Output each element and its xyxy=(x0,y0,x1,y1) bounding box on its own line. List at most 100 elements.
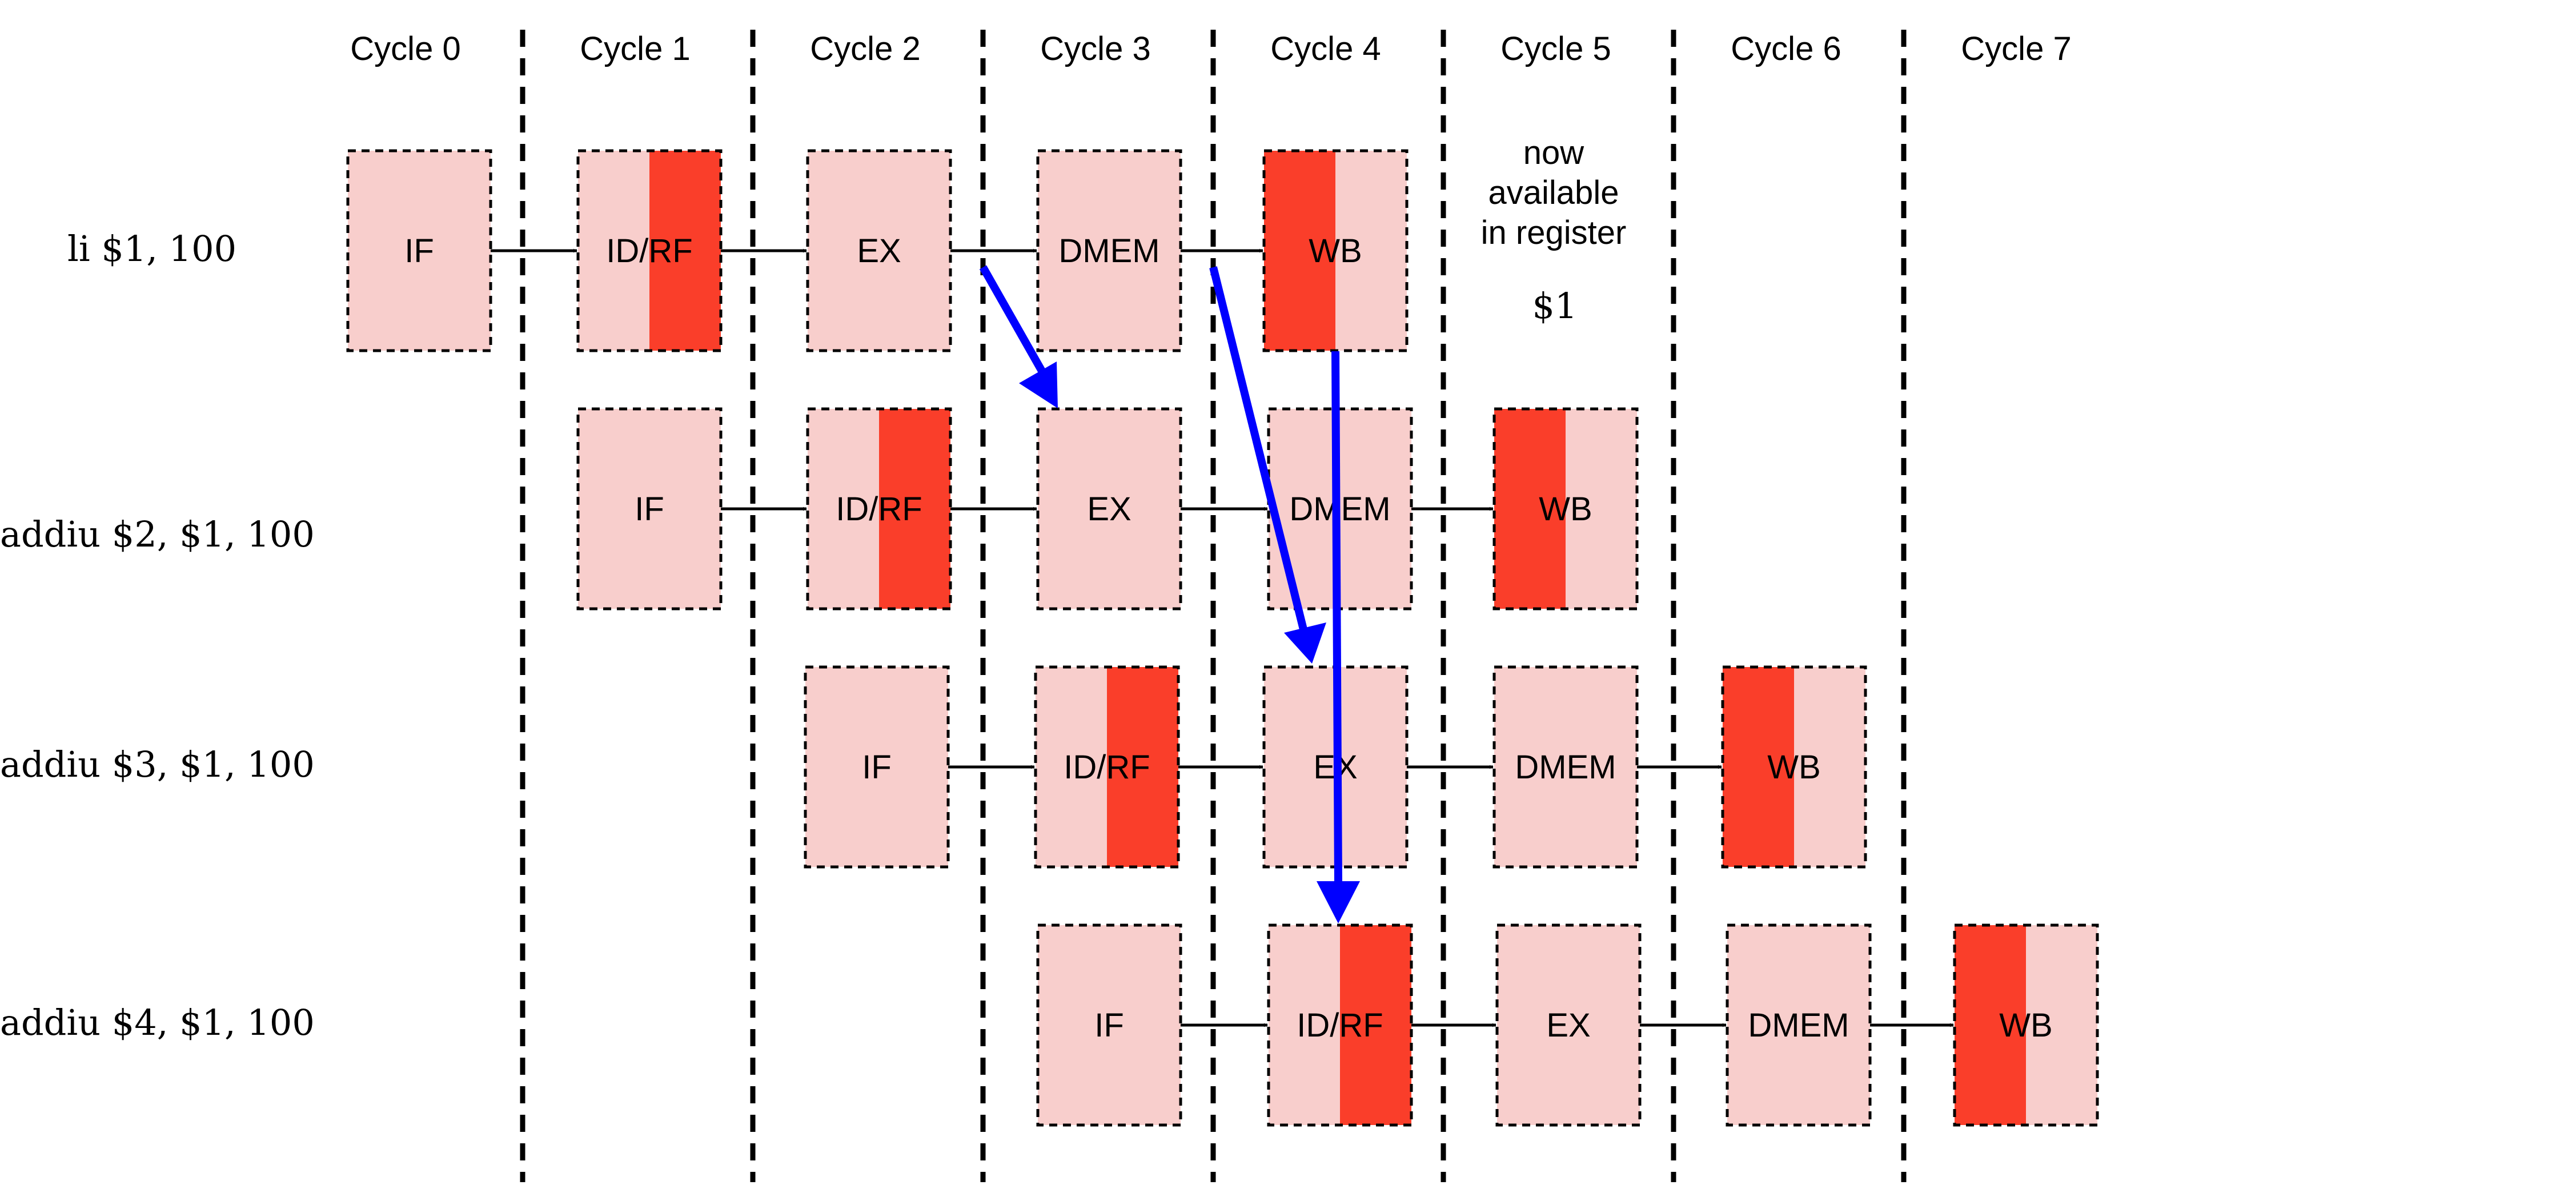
stage-if: IF xyxy=(804,665,950,869)
stage-border xyxy=(346,149,492,352)
register-access-highlight xyxy=(1494,409,1566,609)
stage-label: IF xyxy=(635,491,664,528)
stage-label: ID/RF xyxy=(1064,749,1150,786)
stage-fill xyxy=(1494,667,1637,867)
stage-label: ID/RF xyxy=(606,232,692,270)
stage-border xyxy=(576,149,723,352)
stage-id-rf: ID/RF xyxy=(576,149,723,352)
instruction-label: addiu $3, $1, 100 xyxy=(0,744,315,785)
cycle-header: Cycle 2 xyxy=(810,30,920,67)
stage-ex: EX xyxy=(1036,407,1182,610)
stage-fill xyxy=(1497,925,1640,1125)
stage-border xyxy=(1267,923,1413,1127)
cycle-dividers xyxy=(520,30,1907,1182)
register-access-highlight xyxy=(1264,151,1335,351)
stage-dmem: DMEM xyxy=(1036,149,1182,352)
stage-label: DMEM xyxy=(1748,1007,1849,1044)
stage-border xyxy=(576,407,723,610)
stage-id-rf: ID/RF xyxy=(1267,923,1413,1127)
instruction-row: IF ID/RF EX DMEM WB xyxy=(346,149,1409,352)
stage-label: ID/RF xyxy=(1297,1007,1383,1044)
cycle-header: Cycle 3 xyxy=(1040,30,1150,67)
stage-label: EX xyxy=(857,232,901,270)
stage-border xyxy=(804,665,950,869)
stage-border xyxy=(806,149,952,352)
stage-fill xyxy=(1727,925,1870,1125)
stage-border xyxy=(1034,665,1180,869)
register-note: now available in register $1 xyxy=(1481,134,1627,327)
instruction-label: li $1, 100 xyxy=(67,228,236,270)
instruction-labels: li $1, 100 addiu $2, $1, 100 addiu $3, $… xyxy=(0,228,315,1043)
cycle-header: Cycle 0 xyxy=(350,30,460,67)
stage-fill xyxy=(805,667,948,867)
stage-id-rf: ID/RF xyxy=(1034,665,1180,869)
stage-label: IF xyxy=(404,232,434,270)
note-line: available xyxy=(1488,174,1619,211)
stage-label: WB xyxy=(1539,491,1592,528)
stage-id-rf: ID/RF xyxy=(806,407,952,610)
stage-wb: WB xyxy=(1721,665,1867,869)
stage-border xyxy=(1953,923,2099,1127)
stage-label: ID/RF xyxy=(836,491,922,528)
stage-fill xyxy=(348,151,491,351)
stage-wb: WB xyxy=(1953,923,2099,1127)
stage-label: IF xyxy=(1094,1007,1124,1044)
register-access-highlight xyxy=(1723,667,1794,867)
instruction-label: addiu $2, $1, 100 xyxy=(0,513,315,555)
stage-border xyxy=(1036,149,1182,352)
cycle-headers: Cycle 0 Cycle 1 Cycle 2 Cycle 3 Cycle 4 … xyxy=(350,30,2071,67)
register-access-highlight xyxy=(1955,925,2026,1125)
stage-fill xyxy=(1038,151,1181,351)
note-register: $1 xyxy=(1532,285,1578,327)
stage-fill xyxy=(1038,925,1181,1125)
forwarding-arrows xyxy=(979,265,1360,923)
instruction-row: IF ID/RF EX DMEM WB xyxy=(1036,923,2099,1127)
stage-border xyxy=(1492,407,1639,610)
stage-label: WB xyxy=(1999,1007,2052,1044)
cycle-header: Cycle 4 xyxy=(1270,30,1381,67)
stage-label: EX xyxy=(1087,491,1131,528)
register-access-highlight xyxy=(1340,925,1411,1125)
stage-if: IF xyxy=(1036,923,1182,1127)
stage-label: DMEM xyxy=(1515,749,1616,786)
register-access-highlight xyxy=(649,151,721,351)
stage-label: DMEM xyxy=(1058,232,1159,270)
stage-ex: EX xyxy=(1495,923,1642,1127)
stage-border xyxy=(1262,149,1409,352)
cycle-header: Cycle 6 xyxy=(1731,30,1841,67)
stage-label: WB xyxy=(1309,232,1362,270)
forward-arrow-wb-to-id xyxy=(1317,351,1360,923)
stage-border xyxy=(806,407,952,610)
stage-fill xyxy=(578,409,721,609)
stage-wb: WB xyxy=(1492,407,1639,610)
cycle-header: Cycle 7 xyxy=(1961,30,2071,67)
stage-if: IF xyxy=(346,149,492,352)
stage-label: IF xyxy=(862,749,892,786)
stage-ex: EX xyxy=(806,149,952,352)
stage-label: EX xyxy=(1546,1007,1590,1044)
note-line: now xyxy=(1523,134,1585,171)
stage-fill xyxy=(808,151,950,351)
stage-wb: WB xyxy=(1262,149,1409,352)
stage-label: WB xyxy=(1767,749,1820,786)
stage-border xyxy=(1721,665,1867,869)
stage-border xyxy=(1036,923,1182,1127)
stage-border xyxy=(1726,923,1872,1127)
forward-arrow-dmem-to-ex xyxy=(1209,266,1326,664)
stage-fill xyxy=(1038,409,1181,609)
forward-arrow-ex-to-ex xyxy=(979,265,1058,408)
cycle-header: Cycle 1 xyxy=(580,30,690,67)
register-access-highlight xyxy=(1107,667,1178,867)
stage-border xyxy=(1036,407,1182,610)
stage-if: IF xyxy=(576,407,723,610)
register-access-highlight xyxy=(879,409,950,609)
note-line: in register xyxy=(1481,214,1627,251)
stage-dmem: DMEM xyxy=(1726,923,1872,1127)
instruction-label: addiu $4, $1, 100 xyxy=(0,1002,315,1043)
stage-border xyxy=(1492,665,1639,869)
stage-dmem: DMEM xyxy=(1492,665,1639,869)
cycle-header: Cycle 5 xyxy=(1500,30,1611,67)
stage-border xyxy=(1495,923,1642,1127)
